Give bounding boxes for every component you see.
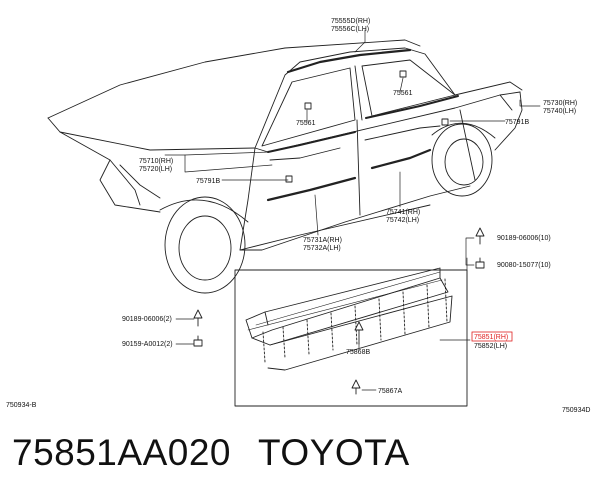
label-clip-lower-right: 90080-15077(10) xyxy=(497,262,551,269)
label-rear-clip: 75791B xyxy=(505,119,529,126)
label-rear-qtr-rh: 75730(RH) xyxy=(543,100,577,107)
rocker-clip-left-upper xyxy=(193,309,203,327)
rocker-panel-box xyxy=(234,269,468,407)
label-rear-qtr-lh: 75740(LH) xyxy=(543,108,576,115)
rear-clip xyxy=(441,118,449,126)
label-roof-rh: 75555D(RH) xyxy=(331,18,370,25)
code-right: 750934D xyxy=(562,407,590,414)
rocker-molding xyxy=(245,267,453,371)
car-body-outline xyxy=(47,39,523,294)
label-rocker-rh: 75851(RH) xyxy=(474,334,508,341)
rear-door-side-molding xyxy=(370,148,432,170)
front-belt-molding xyxy=(267,131,356,153)
label-front-clip: 75791B xyxy=(196,178,220,185)
rocker-rh-highlight xyxy=(471,331,513,342)
upper-clip-rear xyxy=(399,70,407,78)
label-front-door-side-rh: 75731A(RH) xyxy=(303,237,342,244)
label-rear-door-upper: 75561 xyxy=(393,90,413,97)
roof-molding xyxy=(286,48,412,74)
rear-belt-molding xyxy=(365,95,459,119)
label-rocker-lh: 75852(LH) xyxy=(474,343,507,350)
label-front-door-side-lh: 75732A(LH) xyxy=(303,245,341,252)
front-clip xyxy=(285,175,293,183)
label-rear-door-side-lh: 75742(LH) xyxy=(386,217,419,224)
label-rocker-clip-mid: 75868B xyxy=(346,349,370,356)
label-roof-lh: 75556C(LH) xyxy=(331,26,369,33)
label-front-belt-lh: 75720(LH) xyxy=(139,166,172,173)
label-clip-left-upper: 90189-06006(2) xyxy=(122,316,172,323)
code-left: 750934-B xyxy=(6,402,37,409)
label-clip-upper-right: 90189-06006(10) xyxy=(497,235,551,242)
rocker-clip-left-lower xyxy=(193,335,203,347)
label-front-door-upper: 75561 xyxy=(296,120,316,127)
part-number: 75851AA020 xyxy=(12,432,231,473)
label-clip-left-lower: 90159-A0012(2) xyxy=(122,341,173,348)
front-door-side-molding xyxy=(266,176,357,202)
label-rocker-clip-bottom: 75867A xyxy=(378,388,402,395)
upper-clip-front xyxy=(304,102,312,110)
rocker-clip-bottom xyxy=(351,379,361,395)
rocker-clip-lower-right xyxy=(475,257,485,269)
brand-name: TOYOTA xyxy=(258,432,410,473)
rocker-clip-mid xyxy=(354,321,364,345)
parts-diagram: 75555D(RH) 75556C(LH) 75561 75561 75730(… xyxy=(6,18,590,414)
label-rear-door-side-rh: 75741(RH) xyxy=(386,209,420,216)
rocker-clip-upper-right xyxy=(475,227,485,245)
label-front-belt-rh: 75710(RH) xyxy=(139,158,173,165)
